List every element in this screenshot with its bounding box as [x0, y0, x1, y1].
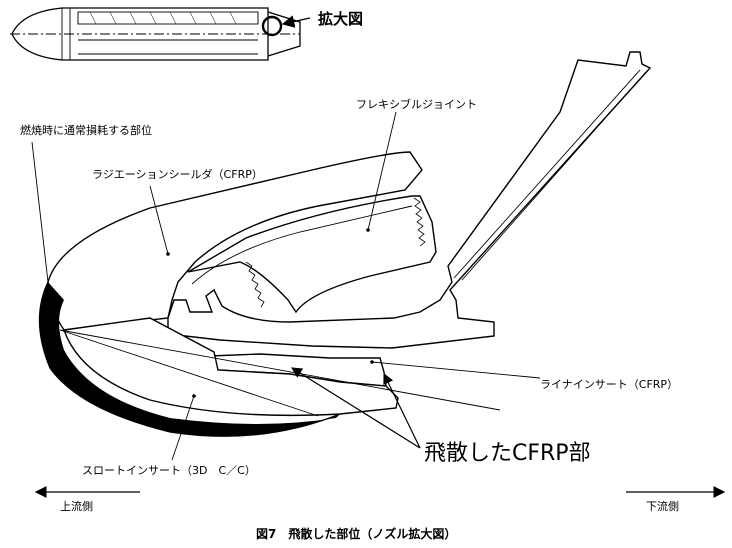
label-throat-insert: スロートインサート（3D C／C） — [82, 464, 256, 477]
flexible-joint — [187, 195, 437, 314]
figure-caption: 図7 飛散した部位（ノズル拡大図） — [256, 526, 456, 541]
label-flexible-joint: フレキシブルジョイント — [356, 97, 477, 111]
zoom-label: 拡大図 — [318, 10, 363, 28]
label-liner-insert: ライナインサート（CFRP） — [540, 378, 678, 391]
eroded-region — [39, 282, 340, 437]
motor-overview — [10, 7, 311, 61]
label-radiation-shield: ラジエーションシールダ（CFRP） — [92, 167, 263, 181]
label-burn-area: 燃焼時に通常損耗する部位 — [20, 123, 152, 137]
leader-lines — [31, 111, 541, 461]
label-downstream: 下流側 — [646, 499, 679, 513]
label-upstream: 上流側 — [60, 499, 93, 513]
nozzle-shell — [167, 51, 652, 349]
flex-joint-serration — [245, 197, 426, 308]
label-scattered-part: 飛散したCFRP部 — [424, 441, 591, 466]
